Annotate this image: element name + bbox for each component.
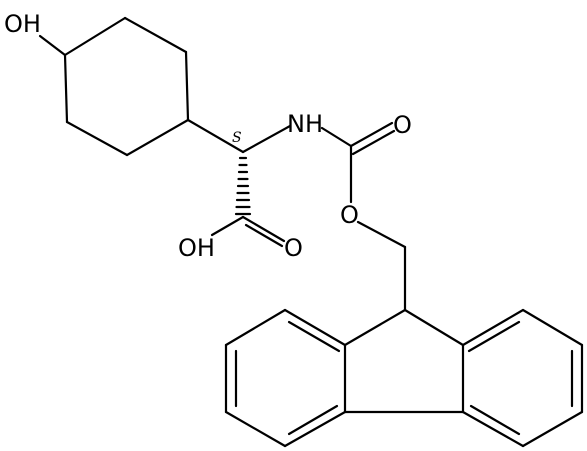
cyclohexyl-ring bbox=[38, 16, 190, 157]
acid-carbonyl-bond bbox=[241, 215, 286, 243]
acid-hydroxyl-label: OH bbox=[178, 234, 215, 262]
hashed-wedge-bond bbox=[234, 156, 252, 216]
left-benzene-bond bbox=[224, 410, 287, 448]
left-benzene-double-bond bbox=[287, 320, 341, 353]
ring-bond bbox=[63, 53, 69, 124]
nitrogen-to-carbonyl-bond bbox=[320, 126, 353, 148]
left-benzene-double-bond bbox=[287, 404, 339, 436]
alpha-to-nitrogen-bond bbox=[241, 124, 292, 154]
right-benzene-double-bond bbox=[467, 320, 521, 353]
carbamate-carbonyl-bond-inner bbox=[351, 129, 396, 156]
ester-oxygen-label: O bbox=[340, 201, 359, 229]
ring-bond bbox=[63, 16, 127, 57]
right-benzene-bond bbox=[521, 410, 584, 448]
acid-carbonyl-oxygen-label: O bbox=[284, 234, 303, 262]
right-benzene-double-bond bbox=[469, 404, 521, 436]
left-benzene-bond bbox=[224, 308, 287, 347]
ester-oxygen-to-ch2-bond bbox=[356, 220, 407, 249]
carbamate-carbonyl-bond bbox=[349, 121, 394, 148]
carbamate-oxygen-label: O bbox=[393, 111, 412, 139]
acid-oh-bond bbox=[210, 215, 245, 237]
five-ring-bond bbox=[403, 308, 465, 347]
right-benzene-bond bbox=[521, 308, 584, 347]
ring-bond bbox=[125, 118, 190, 157]
amine-label: NH bbox=[287, 110, 323, 138]
hydroxyl-label: OH bbox=[4, 10, 41, 38]
fmoc-carbamate bbox=[320, 121, 407, 312]
right-benzene-bond bbox=[461, 308, 525, 347]
right-benzene-bond bbox=[461, 410, 525, 448]
stereo-descriptor: S bbox=[232, 130, 242, 146]
ring-bond bbox=[123, 16, 188, 54]
amino-acid-core bbox=[186, 118, 292, 248]
ring-bond bbox=[184, 50, 190, 122]
five-ring-bond bbox=[343, 308, 407, 347]
ring-bond bbox=[65, 120, 129, 157]
fluorenyl-group bbox=[224, 308, 584, 448]
ring-to-alpha-bond bbox=[186, 118, 245, 154]
acid-carbonyl-bond-inner bbox=[244, 223, 284, 248]
left-benzene-bond bbox=[283, 410, 347, 448]
left-benzene-bond bbox=[283, 308, 347, 347]
hydroxyl-bond bbox=[38, 34, 67, 57]
